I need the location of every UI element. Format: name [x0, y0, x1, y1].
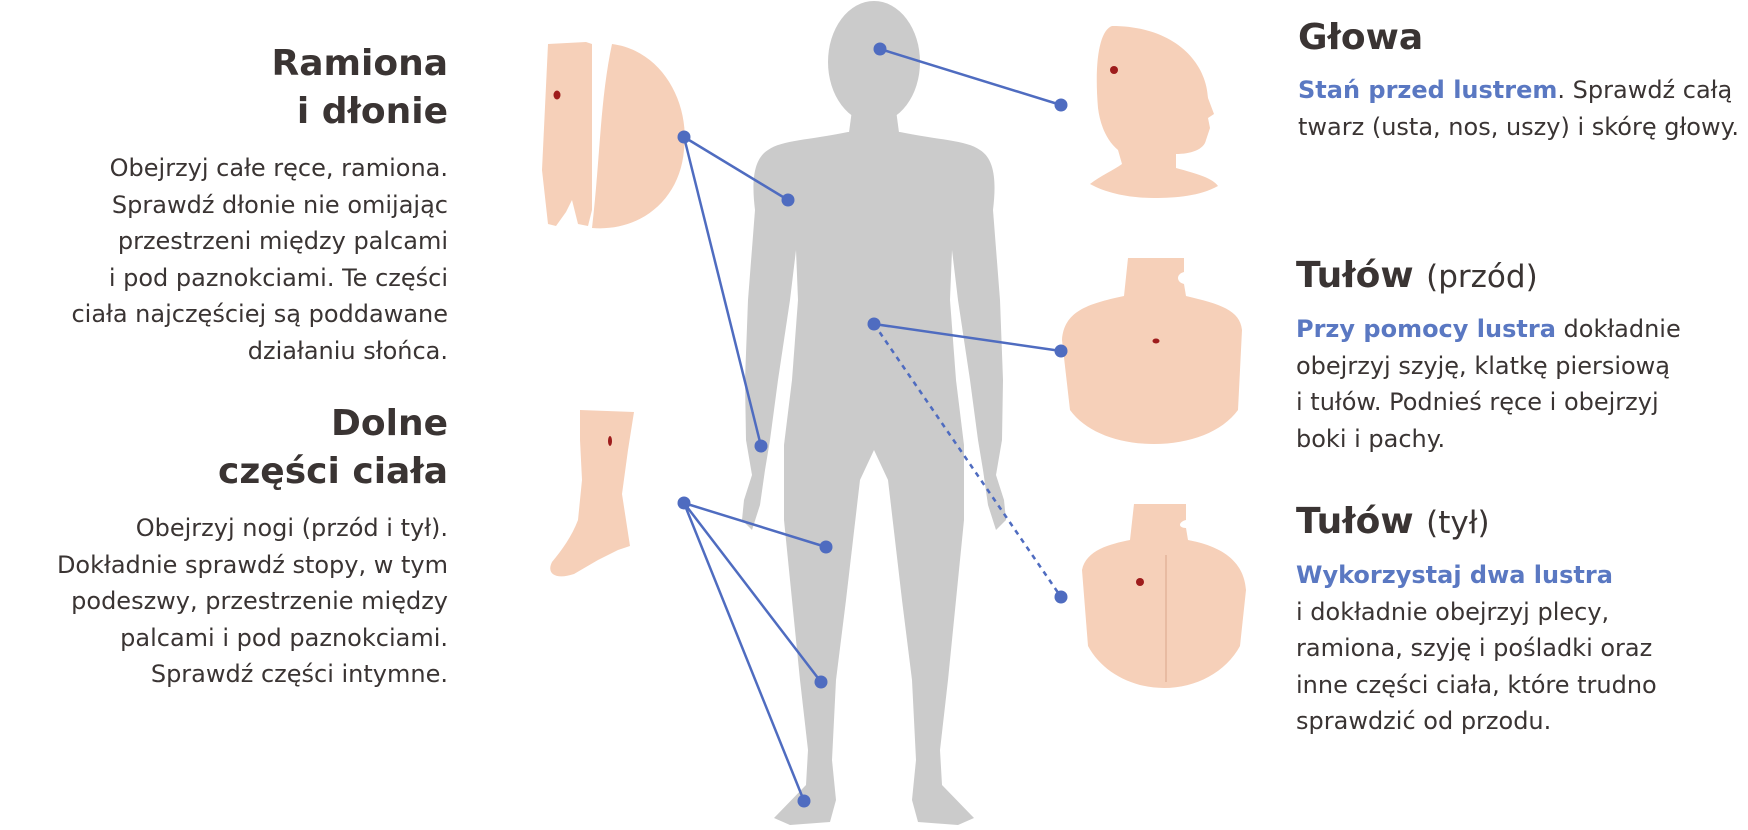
- connector-leg-foot: [682, 502, 806, 802]
- torso-back-title-suffix: (tył): [1426, 505, 1490, 541]
- torso-back-highlight: Wykorzystaj dwa lustra: [1296, 561, 1613, 589]
- torso-back-text-line: sprawdzić od przodu.: [1296, 707, 1552, 735]
- lower-body-text-line: Obejrzyj nogi (przód i tył).: [135, 514, 448, 542]
- connector-torso-front: [873, 322, 1062, 353]
- torso-front-text-line: obejrzyj szyję, klatkę piersiową: [1296, 351, 1671, 380]
- arms-section: Ramiona i dłonie Obejrzyj całe ręce, ram…: [71, 40, 448, 369]
- torso-front-title: Tułów (przód): [1296, 252, 1681, 301]
- arms-text-line: i pod paznokciami. Te części: [108, 263, 448, 292]
- head-text-first: . Sprawdź całą: [1557, 76, 1733, 104]
- arms-text-line: Obejrzyj całe ręce, ramiona.: [109, 154, 448, 182]
- lower-body-title-line: części ciała: [218, 451, 448, 492]
- head-highlight: Stań przed lustrem: [1298, 76, 1558, 104]
- torso-front-section: Tułów (przód) Przy pomocy lustra dokładn…: [1296, 252, 1681, 457]
- arm-detail-illustration: [542, 42, 685, 229]
- torso-back-text-line: ramiona, szyję i pośladki oraz: [1296, 634, 1653, 662]
- torso-front-text-line: Przy pomocy lustra dokładnie: [1296, 311, 1681, 348]
- torso-back-section: Tułów (tył) Wykorzystaj dwa lustra i dok…: [1296, 498, 1657, 740]
- torso-front-text-line: i tułów. Podnieś ręce i obejrzyj: [1296, 388, 1659, 416]
- lower-body-section: Dolne części ciała Obejrzyj nogi (przód …: [57, 400, 448, 693]
- lower-body-text-line: palcami i pod paznokciami.: [120, 623, 448, 652]
- torso-front-text-first: dokładnie: [1555, 315, 1681, 343]
- arms-title-line: i dłonie: [296, 91, 448, 132]
- lower-body-title-line: Dolne: [331, 403, 448, 444]
- arms-text-line: Sprawdź dłonie nie omijając: [111, 190, 448, 219]
- lower-body-text-line: Sprawdź części intymne.: [150, 660, 448, 688]
- leg-detail-illustration: [550, 410, 634, 577]
- lower-body-text-line: podeszwy, przestrzenie między: [71, 587, 448, 615]
- torso-front-title-suffix: (przód): [1426, 259, 1538, 295]
- connector-arm-hand: [682, 136, 763, 447]
- torso-back-detail-illustration: [1082, 504, 1246, 688]
- torso-back-text-line: inne części ciała, które trudno: [1296, 670, 1657, 699]
- connector-dots: [677, 42, 1068, 808]
- torso-back-text-line: i dokładnie obejrzyj plecy,: [1296, 597, 1610, 626]
- torso-front-detail-illustration: [1062, 258, 1242, 444]
- lower-body-text-line: Dokładnie sprawdź stopy, w tym: [56, 550, 448, 579]
- connector-head: [879, 47, 1062, 107]
- arms-title: Ramiona i dłonie: [71, 40, 448, 136]
- human-silhouette: [742, 1, 1006, 825]
- arms-title-line: Ramiona: [271, 43, 448, 84]
- torso-back-title-main: Tułów: [1296, 501, 1414, 542]
- torso-front-text-line: boki i pachy.: [1296, 424, 1446, 453]
- torso-back-title: Tułów (tył): [1296, 498, 1657, 547]
- head-detail-illustration: [1090, 26, 1218, 198]
- lower-body-description: Obejrzyj nogi (przód i tył). Dokładnie s…: [57, 510, 448, 693]
- arms-text-line: przestrzeni między palcami: [117, 227, 448, 255]
- head-description: Stań przed lustrem. Sprawdź całą twarz (…: [1298, 72, 1739, 145]
- lower-body-title: Dolne części ciała: [57, 400, 448, 496]
- connector-lines: [682, 47, 1063, 802]
- arms-text-line: działaniu słońca.: [247, 336, 448, 365]
- head-text-line: twarz (usta, nos, uszy) i skórę głowy.: [1298, 112, 1740, 141]
- arms-description: Obejrzyj całe ręce, ramiona. Sprawdź dło…: [71, 150, 448, 369]
- arms-text-line: ciała najczęściej są poddawane: [71, 300, 448, 328]
- torso-front-highlight: Przy pomocy lustra: [1296, 315, 1556, 343]
- torso-back-description: Wykorzystaj dwa lustra i dokładnie obejr…: [1296, 557, 1657, 740]
- torso-front-title-main: Tułów: [1296, 255, 1414, 296]
- head-title: Głowa: [1298, 17, 1424, 58]
- torso-front-description: Przy pomocy lustra dokładnie obejrzyj sz…: [1296, 311, 1681, 457]
- head-section: Głowa Stań przed lustrem. Sprawdź całą t…: [1298, 14, 1739, 145]
- connector-arm-upper: [683, 135, 789, 202]
- connector-leg-knee: [683, 501, 827, 549]
- head-text-line: Stań przed lustrem. Sprawdź całą: [1298, 72, 1739, 109]
- connector-leg-shin: [683, 502, 822, 683]
